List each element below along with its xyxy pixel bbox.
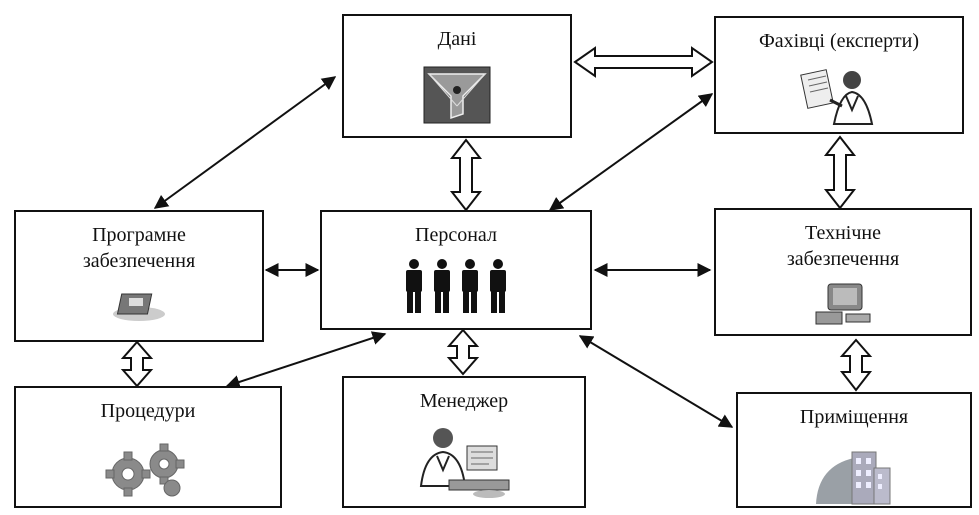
manager-at-desk-icon — [419, 428, 510, 498]
node-personal: Персонал — [320, 210, 592, 330]
double-arrow-tekhnichne-prymishchennia — [839, 338, 873, 392]
people-group-icon — [406, 259, 506, 313]
expert-reading-icon — [800, 69, 874, 125]
double-arrow-dani-personal — [449, 138, 483, 212]
node-personal-label: Персонал — [415, 224, 497, 246]
double-arrow-personal-menedzher — [446, 328, 480, 376]
node-tekhnichne: Технічне забезпечення — [714, 208, 972, 336]
arrow-fakhivtsi-personal — [548, 93, 714, 211]
arrow-personal-protsedury — [225, 331, 387, 389]
arrow-personal-prymishchennia — [578, 335, 734, 428]
node-dani-label: Дані — [437, 28, 477, 50]
node-tekhnichne-label: Технічне забезпечення — [786, 222, 900, 270]
software-disk-icon — [113, 293, 165, 321]
node-menedzher: Менеджер — [342, 376, 586, 508]
node-prohramne-label: Програмне забезпечення — [82, 224, 196, 272]
double-arrow-prohramne-protsedury — [120, 340, 154, 388]
node-menedzher-label: Менеджер — [419, 390, 509, 412]
double-arrow-fakhivtsi-tekhnichne — [823, 135, 857, 210]
double-arrow-dani-fakhivtsi — [573, 46, 714, 78]
node-protsedury: Процедури — [14, 386, 282, 508]
funnel-icon — [423, 66, 491, 124]
computer-icon — [815, 283, 871, 325]
node-prymishchennia-label: Приміщення — [799, 406, 909, 428]
node-protsedury-label: Процедури — [100, 400, 196, 422]
building-icon — [816, 451, 891, 505]
node-dani: Дані — [342, 14, 572, 138]
node-fakhivtsi: Фахівці (експерти) — [714, 16, 964, 134]
arrow-dani-prohramne — [153, 76, 337, 209]
node-prymishchennia: Приміщення — [736, 392, 972, 508]
node-prohramne: Програмне забезпечення — [14, 210, 264, 342]
node-fakhivtsi-label: Фахівці (експерти) — [759, 30, 919, 52]
gears-icon — [105, 443, 185, 497]
